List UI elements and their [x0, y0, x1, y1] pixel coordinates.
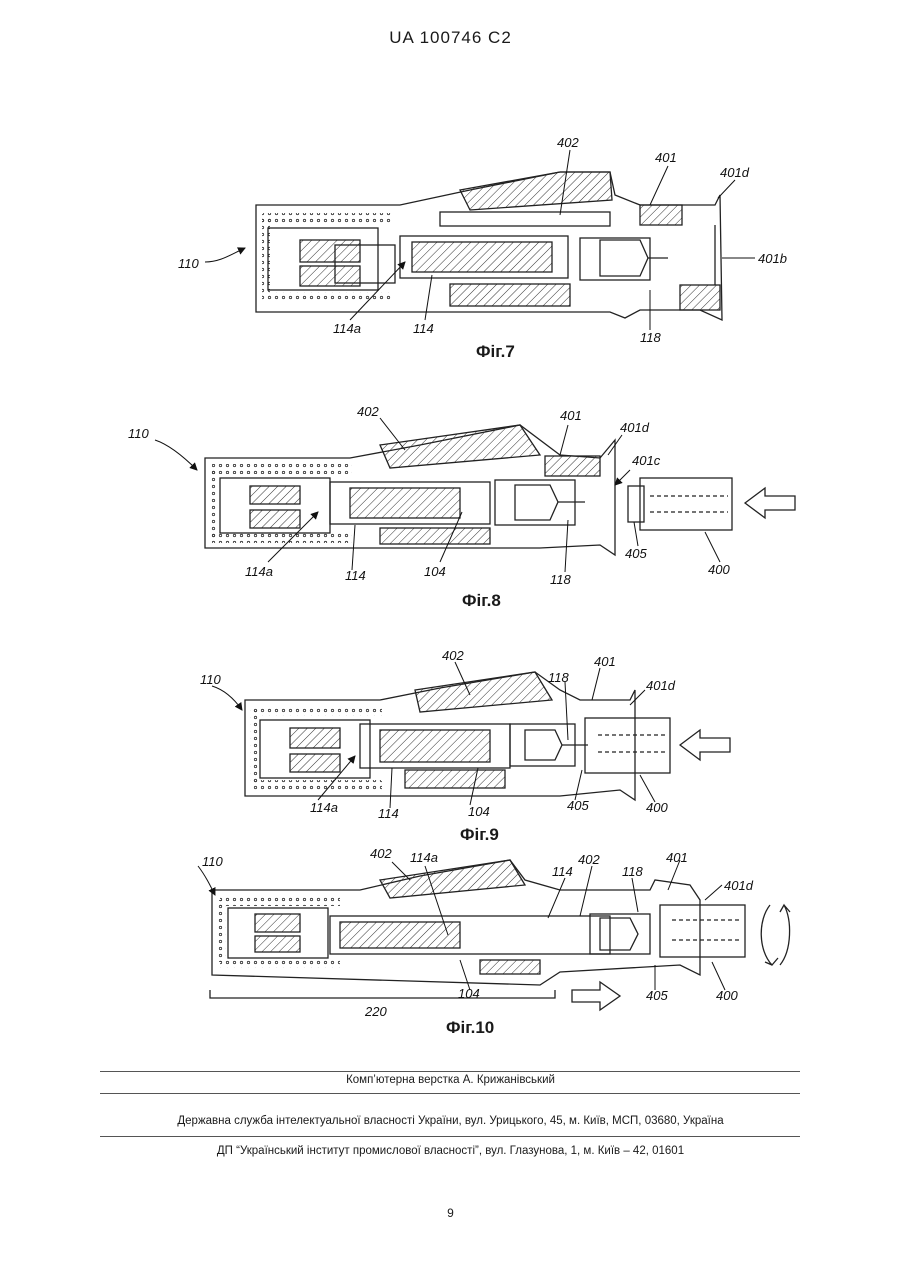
label-400: 400: [716, 988, 738, 1003]
label-110: 110: [202, 854, 223, 869]
figure-7-drawing: [256, 172, 722, 320]
footer-rule: [100, 1071, 800, 1072]
agency-address: Державна служба інтелектуальної власност…: [0, 1115, 901, 1127]
label-110: 110: [128, 426, 149, 441]
label-110: 110: [178, 256, 199, 271]
institute-address: ДП “Український інститут промислової вла…: [0, 1145, 901, 1157]
label-118: 118: [548, 670, 569, 685]
label-220: 220: [364, 1004, 387, 1019]
label-402-right: 402: [578, 852, 600, 867]
label-118: 118: [640, 330, 661, 345]
figure-7-caption: Фіг.7: [476, 342, 515, 362]
label-400: 400: [708, 562, 730, 577]
label-114a: 114a: [333, 321, 361, 336]
label-118: 118: [622, 864, 643, 879]
label-400: 400: [646, 800, 668, 815]
label-104: 104: [424, 564, 446, 579]
label-401b: 401b: [758, 251, 787, 266]
label-114a: 114a: [310, 800, 338, 815]
footer-rule: [100, 1136, 800, 1137]
label-114a: 114a: [245, 564, 273, 579]
label-405: 405: [625, 546, 647, 561]
figure-9-caption: Фіг.9: [460, 825, 499, 845]
footer-rule: [100, 1093, 800, 1094]
label-401: 401: [560, 408, 582, 423]
label-402: 402: [442, 648, 464, 663]
label-114: 114: [413, 321, 434, 336]
label-118: 118: [550, 572, 571, 587]
label-104: 104: [458, 986, 480, 1001]
label-104: 104: [468, 804, 490, 819]
figure-10-drawing: [210, 860, 790, 1010]
label-402: 402: [357, 404, 379, 419]
label-401: 401: [594, 654, 616, 669]
label-401d: 401d: [720, 165, 750, 180]
label-401: 401: [655, 150, 677, 165]
label-401d: 401d: [646, 678, 676, 693]
label-402: 402: [557, 135, 579, 150]
label-114: 114: [552, 864, 573, 879]
figure-8-caption: Фіг.8: [462, 591, 501, 611]
label-405: 405: [646, 988, 668, 1003]
label-401: 401: [666, 850, 688, 865]
label-401c: 401c: [632, 453, 661, 468]
page-number: 9: [0, 1206, 901, 1220]
layout-credit: Комп’ютерна верстка А. Крижанівський: [0, 1074, 901, 1086]
label-405: 405: [567, 798, 589, 813]
label-114a: 114a: [410, 850, 438, 865]
label-114: 114: [378, 806, 399, 821]
label-114: 114: [345, 568, 366, 583]
label-110: 110: [200, 672, 221, 687]
patent-drawings: 402 401 401d 110 401b 114a 114 118: [0, 0, 901, 1050]
label-401d: 401d: [620, 420, 650, 435]
label-402-left: 402: [370, 846, 392, 861]
figure-10-caption: Фіг.10: [446, 1018, 494, 1038]
label-401d: 401d: [724, 878, 754, 893]
